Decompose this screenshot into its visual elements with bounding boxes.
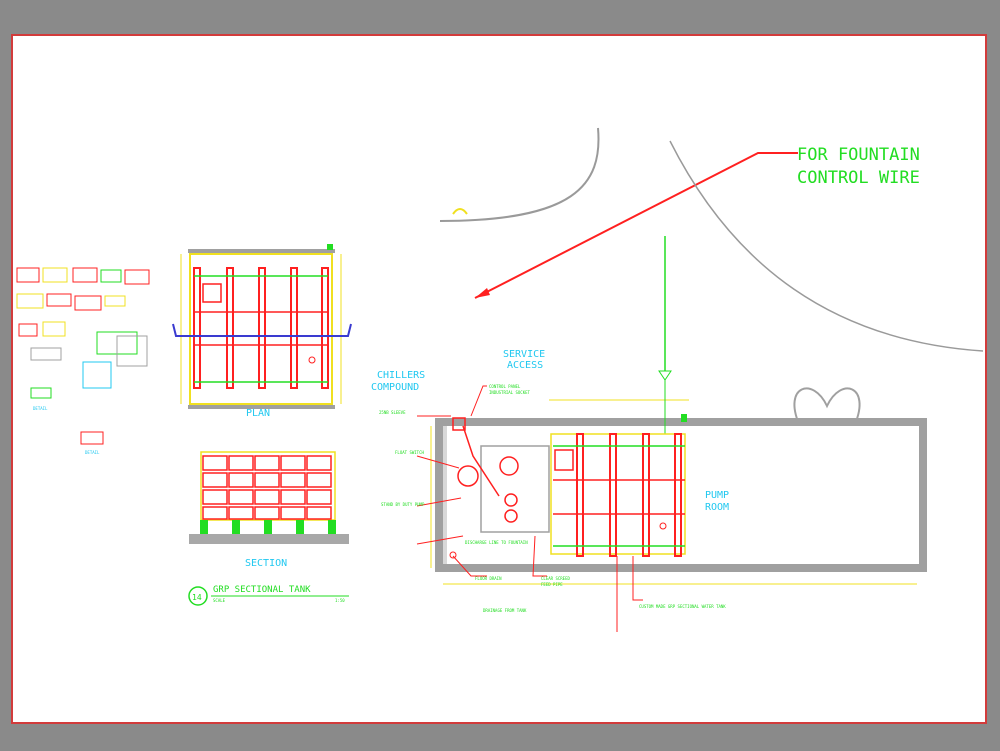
title-text: GRP SECTIONAL TANK (213, 585, 311, 595)
title-block: 14 GRP SECTIONAL TANK SCALE 1:50 (188, 585, 349, 606)
callout-feed-pipe: FEED PIPE (541, 582, 563, 587)
callout-texts: CONTROL PANEL INDUSTRIAL SOCKET 25NB SLE… (379, 384, 726, 613)
callout-floor-drain: FLOOR DRAIN (475, 576, 502, 581)
annotation-line-1: FOR FOUNTAIN (797, 145, 920, 165)
chillers-label-1: CHILLERS (377, 370, 425, 381)
drawing-sheet: FOR FOUNTAIN CONTROL WIRE DETAIL DETAIL (11, 34, 987, 724)
callout-grp-tank: CUSTOM MADE GRP SECTIONAL WATER TANK (639, 604, 726, 609)
svg-text:DETAIL: DETAIL (33, 406, 48, 411)
callout-industrial-socket: INDUSTRIAL SOCKET (489, 390, 531, 395)
service-access-label-1: SERVICE (503, 349, 545, 360)
title-scale-right: 1:50 (335, 598, 345, 603)
callout-sleeve: 25NB SLEEVE (379, 410, 406, 415)
callout-discharge-line: DISCHARGE LINE TO FOUNTAIN (465, 540, 528, 545)
callout-control-panel: CONTROL PANEL (489, 384, 521, 389)
callout-drainage: DRAINAGE FROM TANK (483, 608, 527, 613)
detail-cluster: DETAIL DETAIL (16, 267, 150, 455)
title-scale-left: SCALE (213, 598, 226, 603)
plan-label: PLAN (246, 408, 270, 419)
leader-line (474, 152, 798, 299)
small-arch-symbol (452, 208, 468, 215)
tank-section: SECTION (189, 451, 349, 569)
annotation-line-2: CONTROL WIRE (797, 168, 920, 188)
cad-drawing: FOR FOUNTAIN CONTROL WIRE DETAIL DETAIL (16, 127, 984, 632)
fountain-curve (439, 127, 600, 222)
pump-room-label-2: ROOM (705, 502, 729, 513)
pool-arc (669, 140, 984, 352)
pump-room-label-1: PUMP (705, 490, 729, 501)
pump-room-plan (416, 236, 927, 632)
callout-standby-pump: STAND BY DUTY PUMP (381, 502, 425, 507)
svg-text:DETAIL: DETAIL (85, 450, 100, 455)
callout-clear-screed: CLEAR SCREED (541, 576, 570, 581)
service-access-label-2: ACCESS (507, 360, 543, 371)
section-label: SECTION (245, 558, 287, 569)
tank-plan: PLAN (172, 244, 352, 419)
chillers-label-2: COMPOUND (371, 382, 419, 393)
leader-arrowhead (475, 288, 490, 298)
title-number: 14 (192, 593, 202, 602)
callout-float-switch: FLOAT SWITCH (395, 450, 424, 455)
